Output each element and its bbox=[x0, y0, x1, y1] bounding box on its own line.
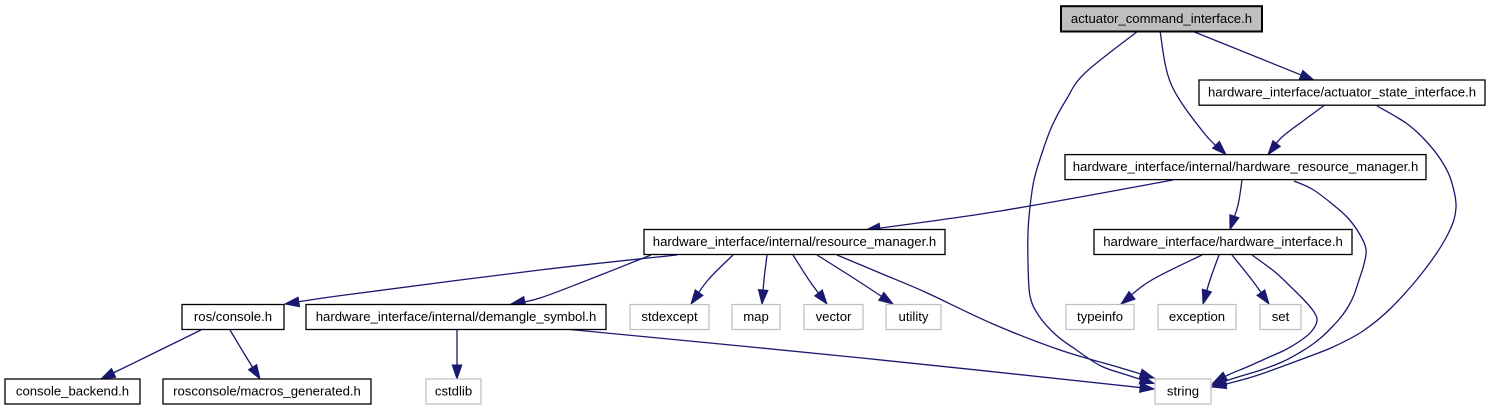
svg-text:console_backend.h: console_backend.h bbox=[16, 384, 129, 399]
svg-text:hardware_interface/internal/re: hardware_interface/internal/resource_man… bbox=[653, 234, 936, 249]
svg-text:hardware_interface/internal/de: hardware_interface/internal/demangle_sym… bbox=[316, 309, 597, 324]
svg-text:map: map bbox=[743, 309, 769, 324]
svg-text:string: string bbox=[1167, 384, 1199, 399]
svg-text:typeinfo: typeinfo bbox=[1077, 309, 1123, 324]
svg-text:hardware_interface/actuator_st: hardware_interface/actuator_state_interf… bbox=[1208, 85, 1476, 100]
svg-text:rosconsole/macros_generated.h: rosconsole/macros_generated.h bbox=[173, 384, 361, 399]
svg-text:hardware_interface/hardware_in: hardware_interface/hardware_interface.h bbox=[1103, 234, 1343, 249]
svg-text:ros/console.h: ros/console.h bbox=[194, 309, 272, 324]
svg-text:actuator_command_interface.h: actuator_command_interface.h bbox=[1071, 11, 1252, 26]
svg-text:vector: vector bbox=[816, 309, 852, 324]
svg-text:cstdlib: cstdlib bbox=[435, 384, 472, 399]
svg-text:set: set bbox=[1272, 309, 1290, 324]
svg-text:stdexcept: stdexcept bbox=[641, 309, 698, 324]
svg-text:hardware_interface/internal/ha: hardware_interface/internal/hardware_res… bbox=[1073, 159, 1419, 174]
svg-text:exception: exception bbox=[1169, 309, 1225, 324]
svg-text:utility: utility bbox=[899, 309, 929, 324]
